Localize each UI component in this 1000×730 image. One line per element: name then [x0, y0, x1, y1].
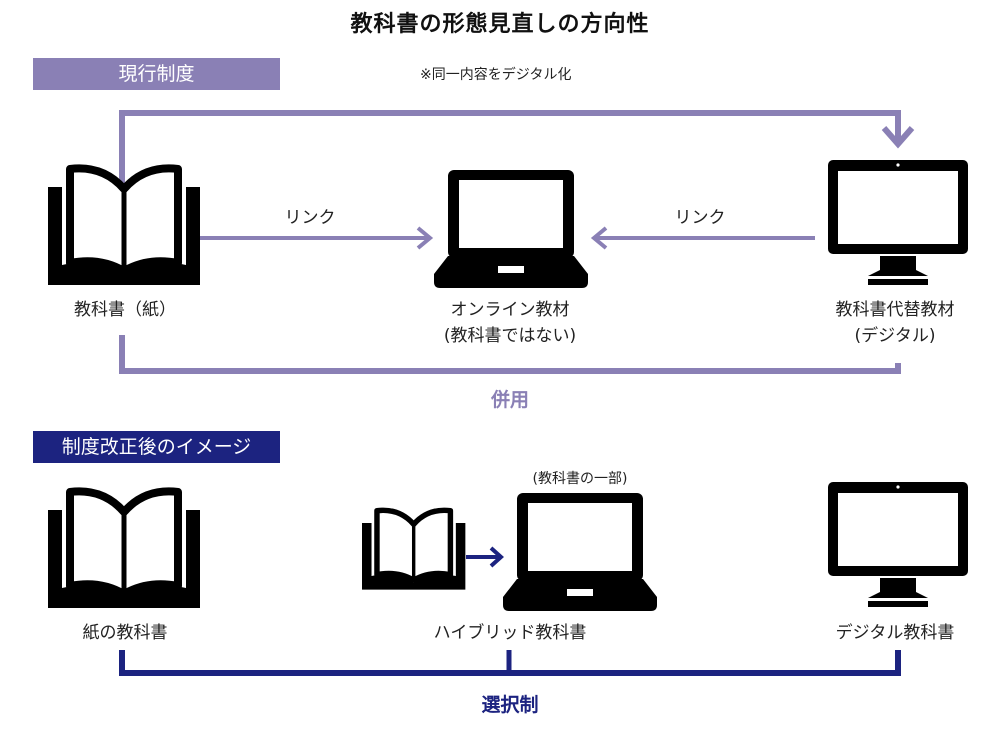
paper-textbook-label: 教科書（紙）: [74, 300, 176, 320]
digitization-note: ※同一内容をデジタル化: [420, 67, 572, 83]
online-material-label-line1: オンライン教材: [450, 300, 570, 320]
laptop-icon: [434, 170, 588, 288]
online-material-label: オンライン教材 (教科書ではない): [400, 297, 620, 349]
arrow-head-down-icon: [881, 126, 915, 149]
link-label-left: リンク: [284, 208, 336, 228]
digital-textbook-label: デジタル教科書: [835, 623, 955, 643]
section-label-current-system: 現行制度: [33, 58, 280, 90]
link-label-right: リンク: [674, 208, 726, 228]
combined-use-bracket: [119, 335, 901, 374]
hybrid-arrow: [466, 546, 504, 568]
hybrid-sublabel: (教科書の一部): [532, 471, 628, 487]
monitor-icon: [828, 482, 968, 607]
combined-use-label: 併用: [490, 389, 529, 411]
monitor-icon: [828, 160, 968, 285]
hybrid-textbook-label: ハイブリッド教科書: [433, 623, 587, 643]
laptop-icon: [503, 493, 657, 611]
share-connector-top: [119, 110, 901, 185]
section-label-future-system: 制度改正後のイメージ: [33, 431, 280, 463]
online-material-label-line2: (教科書ではない): [443, 326, 577, 346]
book-icon: [48, 491, 200, 608]
selection-system-label: 選択制: [481, 694, 539, 716]
link-arrow-left: [200, 226, 434, 250]
diagram-title: 教科書の形態見直しの方向性: [350, 12, 650, 37]
small-book-icon: [362, 510, 465, 589]
substitute-material-label: 教科書代替教材 (デジタル): [790, 297, 1000, 349]
substitute-material-label-line1: 教科書代替教材: [835, 300, 955, 320]
link-arrow-right: [590, 226, 815, 250]
paper-textbook-future-label: 紙の教科書: [82, 623, 168, 643]
substitute-material-label-line2: (デジタル): [854, 326, 936, 346]
book-icon: [48, 168, 200, 285]
